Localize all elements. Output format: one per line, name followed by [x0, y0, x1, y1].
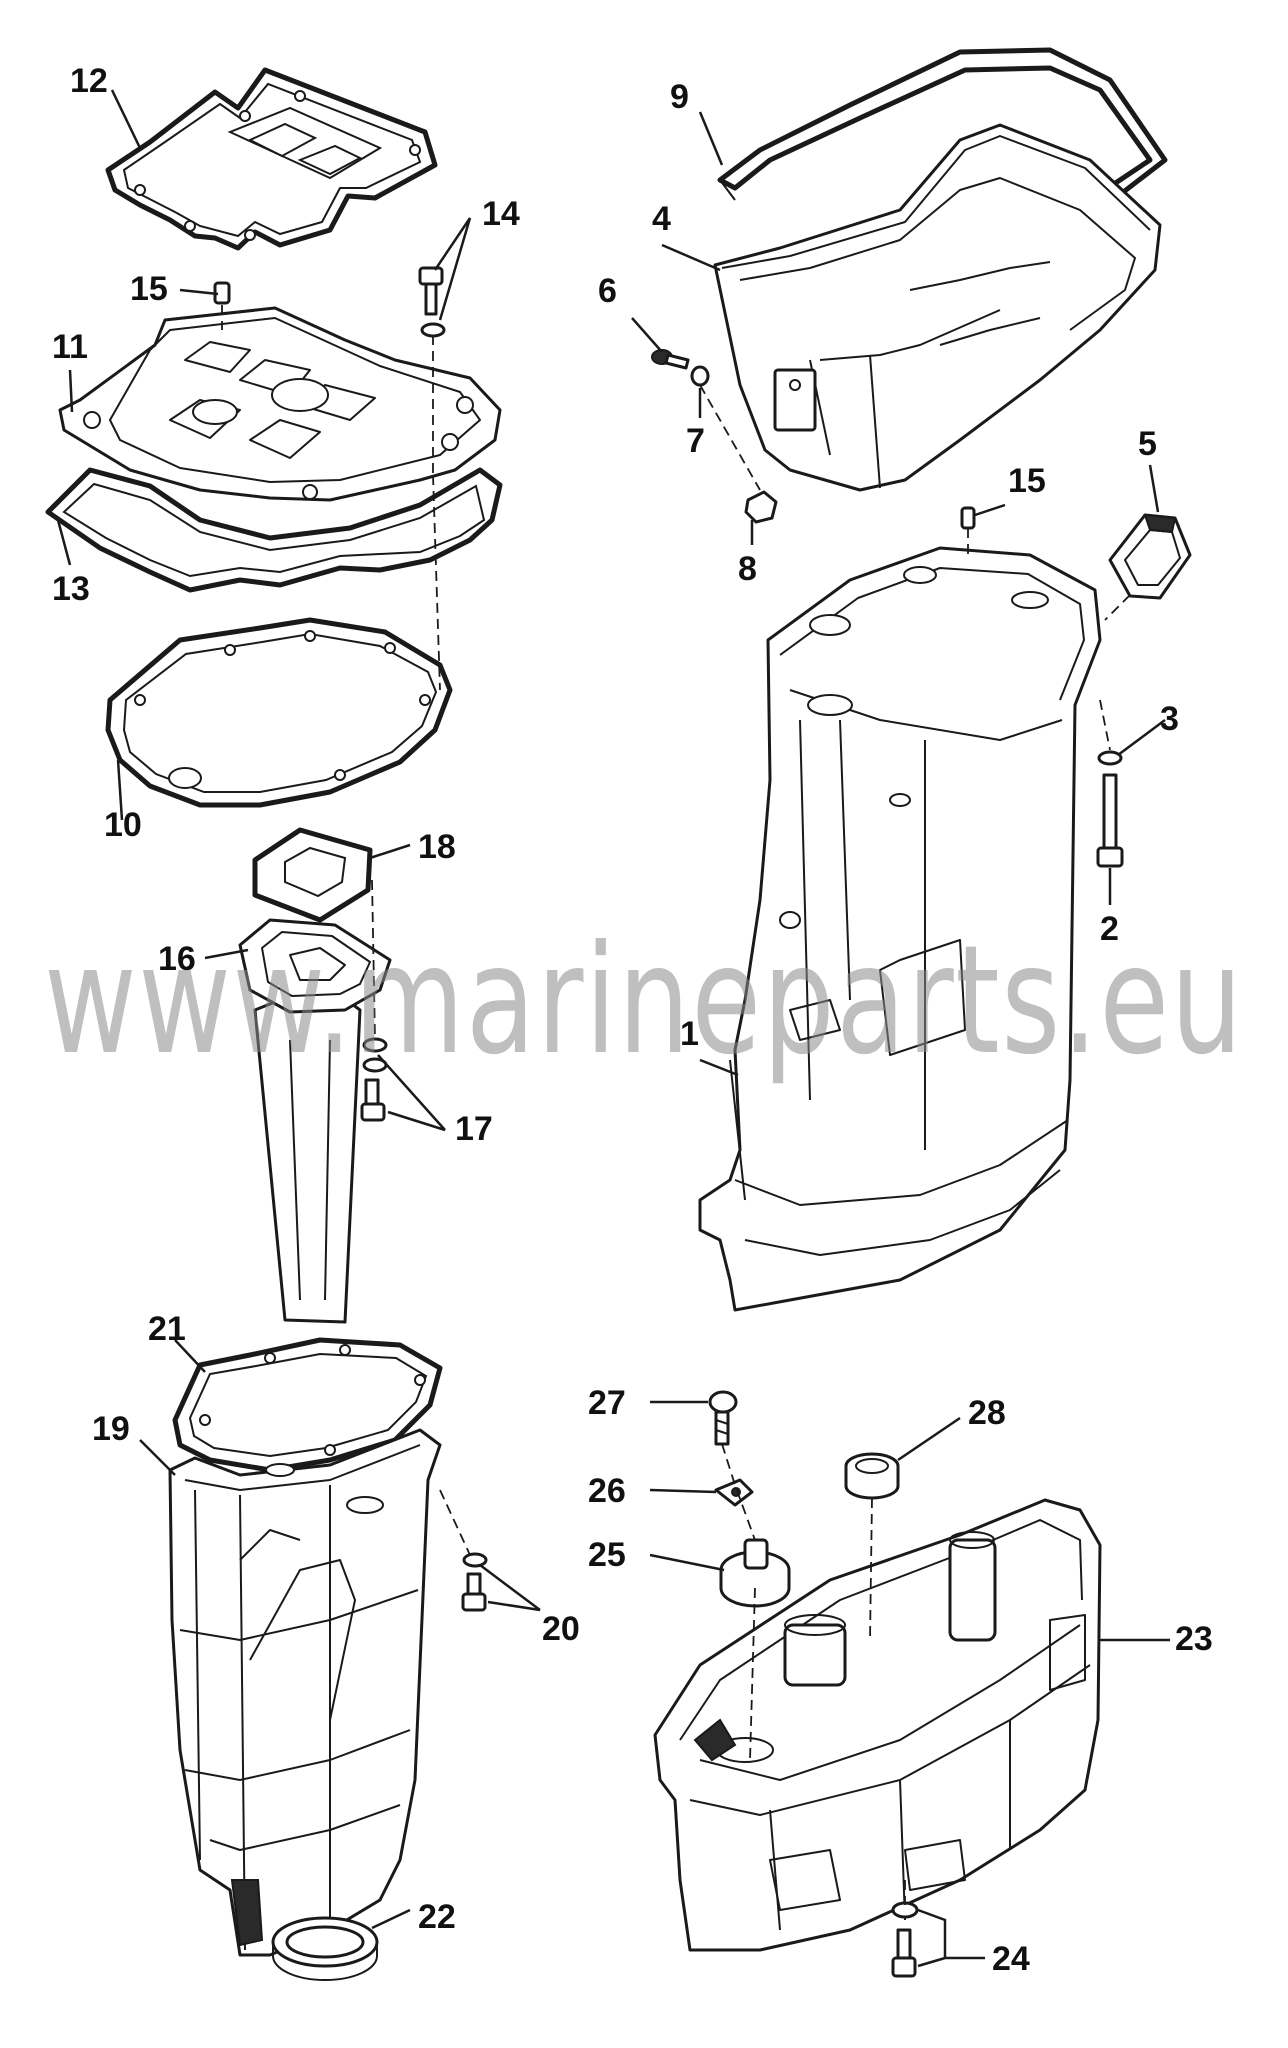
callout-17: 17: [455, 1110, 493, 1148]
part-5-grommet: [1108, 513, 1192, 600]
callout-25: 25: [588, 1536, 626, 1574]
callout-26: 26: [588, 1472, 626, 1510]
callout-22: 22: [418, 1898, 456, 1936]
part-15-pin-right: [960, 506, 976, 530]
callout-1: 1: [680, 1015, 699, 1053]
callout-15-right: 15: [1008, 462, 1046, 500]
callout-11: 11: [52, 328, 88, 366]
part-16-exhaust-tube: [238, 918, 392, 1324]
callout-28: 28: [968, 1394, 1006, 1432]
part-28-bushing: [844, 1452, 900, 1500]
part-6-screw: [651, 349, 690, 370]
part-22-seal-ring: [271, 1916, 379, 1981]
part-12-top-gasket: [105, 67, 438, 251]
callout-12: 12: [70, 62, 108, 100]
callout-9: 9: [670, 78, 689, 116]
part-11-adapter-plate: [58, 306, 502, 502]
part-27-screw: [708, 1390, 738, 1446]
part-14-bolt: [418, 266, 446, 338]
callout-24: 24: [992, 1940, 1030, 1978]
callout-labels: 12 14 15 11 13 10 18 16 17 21 19 20 22 9…: [52, 62, 1213, 1978]
part-8-nut: [744, 490, 778, 524]
callout-27: 27: [588, 1384, 626, 1422]
callout-21: 21: [148, 1310, 186, 1348]
part-21-gasket: [172, 1337, 443, 1473]
callout-6: 6: [598, 272, 617, 310]
part-10-gasket: [105, 617, 453, 808]
callout-16: 16: [158, 940, 196, 978]
callout-3: 3: [1160, 700, 1179, 738]
part-1-driveshaft-housing: [698, 546, 1102, 1312]
callout-19: 19: [92, 1410, 130, 1448]
part-20-bolt-washer: [461, 1552, 488, 1612]
watermark-text: www.marineparts.eu: [44, 914, 1244, 1088]
part-7-washer: [690, 365, 710, 387]
callout-13: 13: [52, 570, 90, 608]
callout-4: 4: [652, 200, 671, 238]
callout-18: 18: [418, 828, 456, 866]
part-18-small-gasket: [252, 827, 373, 923]
callout-5: 5: [1138, 425, 1157, 463]
part-23-lower-housing: [653, 1498, 1102, 1952]
callout-2: 2: [1100, 910, 1119, 948]
alignment-lines: [221, 305, 1131, 1905]
callout-14: 14: [482, 195, 520, 233]
callout-7: 7: [686, 422, 705, 460]
callout-8: 8: [738, 550, 757, 588]
callout-10: 10: [104, 806, 142, 844]
callout-23: 23: [1175, 1620, 1213, 1658]
part-24-bolt-washer: [891, 1901, 919, 1978]
leader-lines: [56, 89, 1170, 1968]
part-13-adapter-gasket: [45, 467, 503, 593]
part-3-washer: [1097, 750, 1123, 766]
part-4-lower-cowl: [713, 123, 1162, 492]
part-19-exhaust-housing: [168, 1428, 442, 1957]
callout-15-left: 15: [130, 270, 168, 308]
callout-20: 20: [542, 1610, 580, 1648]
part-2-long-bolt: [1096, 773, 1124, 868]
